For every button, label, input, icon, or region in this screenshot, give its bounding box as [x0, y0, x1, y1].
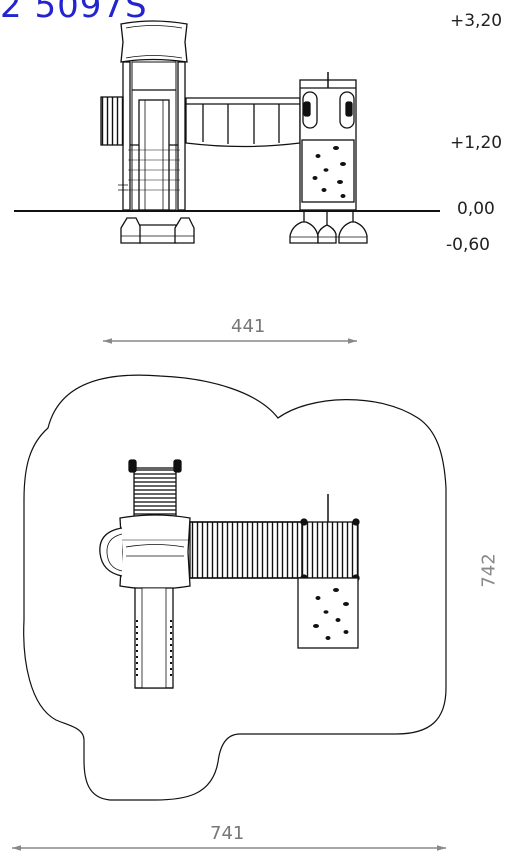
level-label-platform: +1,20	[450, 133, 503, 153]
level-label-ground: 0,00	[457, 199, 495, 219]
foundation-bell-3	[338, 221, 368, 244]
tower-roof-plan	[119, 514, 191, 590]
foundation-bell-1	[289, 221, 319, 244]
safety-zone-outline	[23, 374, 447, 801]
elevation-view	[14, 20, 440, 244]
level-label-foundation: -0,60	[446, 235, 490, 255]
product-code-title: 2 5097S	[0, 0, 148, 26]
plan-view	[23, 374, 447, 801]
tower-post-left	[122, 61, 131, 211]
climbing-tower-plan	[301, 521, 359, 579]
plan-width-label: 741	[210, 823, 245, 844]
porthole-plan	[99, 527, 123, 577]
tower-post-right	[177, 61, 186, 211]
foundation-center	[139, 224, 177, 244]
elevation-width-label: 441	[231, 316, 266, 337]
foundation-right	[174, 217, 195, 244]
bridge-plan	[189, 521, 303, 579]
ladder-plan	[133, 467, 177, 517]
climbing-ladder-elevation	[100, 96, 124, 146]
level-label-top: +3,20	[450, 11, 503, 31]
foundation-bell-2	[317, 224, 337, 244]
slide-elevation	[138, 99, 170, 211]
foundation-left	[120, 217, 142, 244]
tower-roof-panel	[120, 20, 188, 63]
